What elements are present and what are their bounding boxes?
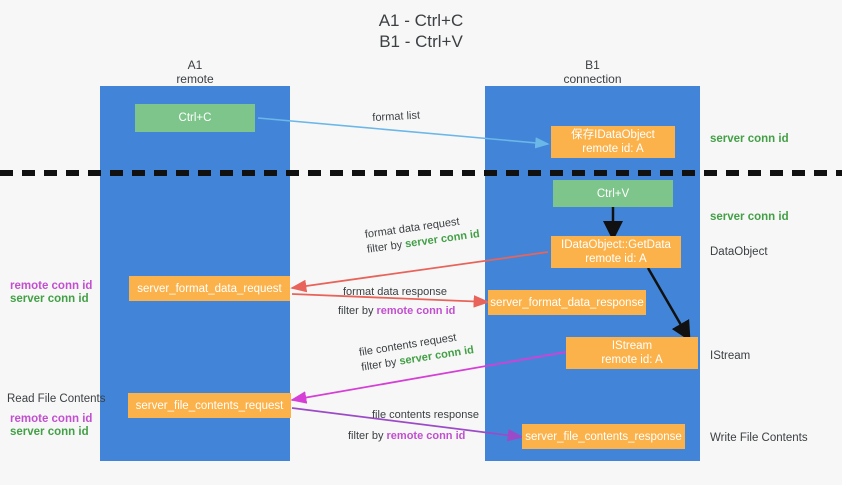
box-ctrl-v[interactable]: Ctrl+V (553, 180, 673, 207)
box-save-idataobject[interactable]: 保存IDataObject remote id: A (551, 126, 675, 158)
annot-format-data-request: format data request filter by server con… (364, 212, 481, 258)
box-server-format-data-response[interactable]: server_format_data_response (488, 290, 646, 315)
annot-format-data-response-line2: filter by remote conn id (338, 304, 455, 319)
right-label-server-conn-id-mid: server conn id (710, 211, 789, 223)
box-istream[interactable]: IStream remote id: A (566, 337, 698, 369)
right-label-istream: IStream (710, 350, 751, 362)
left-label-remote-conn-id-2: remote conn id (10, 413, 93, 425)
box-idataobject-getdata[interactable]: IDataObject::GetData remote id: A (551, 236, 681, 268)
column-header-a1: A1 remote (176, 58, 214, 86)
left-label-remote-conn-id-1: remote conn id (10, 280, 93, 292)
annot-file-contents-response: file contents response filter by remote … (348, 408, 480, 444)
annot-filter-prefix: filter by (348, 430, 387, 442)
annot-format-list: format list (372, 109, 420, 126)
left-label-read-file-contents: Read File Contents (7, 393, 106, 405)
annot-file-contents-response-line2: filter by remote conn id (348, 429, 479, 444)
annot-filter-value: remote conn id (386, 430, 466, 442)
annot-filter-value: remote conn id (376, 305, 456, 317)
right-label-server-conn-id-top: server conn id (710, 133, 789, 145)
left-label-server-conn-id-2: server conn id (10, 426, 89, 438)
box-server-file-contents-request[interactable]: server_file_contents_request (128, 393, 291, 418)
annot-format-data-response-line1: format data response (343, 286, 447, 298)
annot-filter-prefix: filter by (338, 305, 377, 317)
right-label-dataobject: DataObject (710, 246, 768, 258)
annot-format-list-text: format list (372, 109, 421, 124)
annot-format-data-response: format data response filter by remote co… (338, 285, 455, 319)
diagram-title: A1 - Ctrl+C B1 - Ctrl+V (378, 11, 464, 51)
box-ctrl-c[interactable]: Ctrl+C (135, 104, 255, 132)
annot-file-contents-response-line1: file contents response (372, 409, 480, 421)
annot-file-contents-request: file contents request filter by server c… (358, 328, 475, 375)
left-label-server-conn-id-1: server conn id (10, 293, 89, 305)
box-server-file-contents-response[interactable]: server_file_contents_response (522, 424, 685, 449)
annot-filter-prefix: filter by (366, 238, 407, 256)
right-label-write-file-contents: Write File Contents (710, 432, 808, 444)
column-header-b1: B1 connection (563, 58, 622, 86)
box-server-format-data-request[interactable]: server_format_data_request (129, 276, 290, 301)
